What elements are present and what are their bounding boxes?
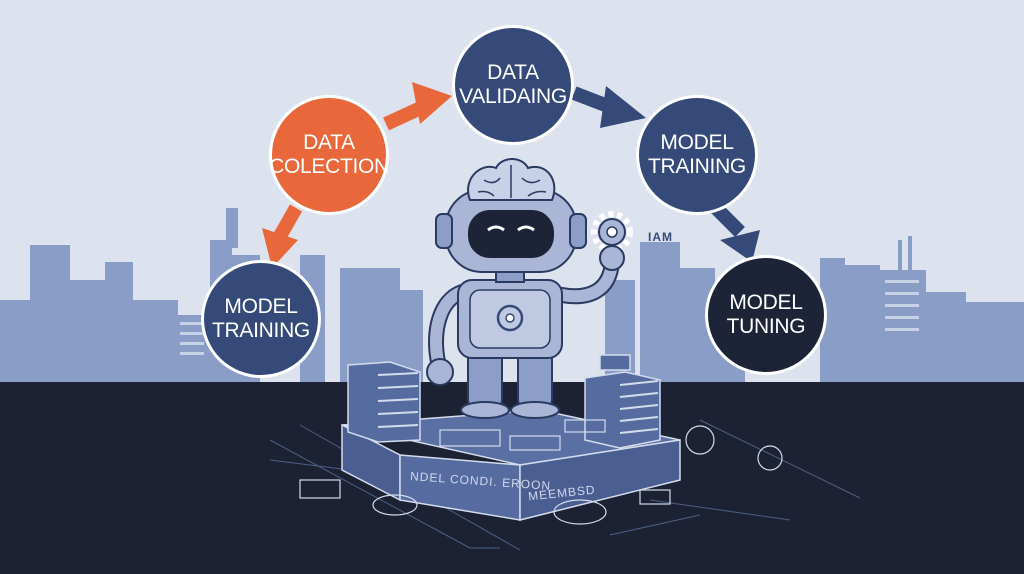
platform-modules [299,419,783,525]
node-title-line1: MODEL [224,294,298,318]
node-title-line2: TRAINING [212,319,310,342]
node-title-line2: TUNING [726,315,806,338]
arrow-head-navy-2 [720,230,760,262]
node-title-line1: DATA [303,130,355,154]
brain-icon [467,158,556,201]
robot-icon [426,158,633,419]
arrow-collection-to-left-training [273,204,303,240]
node-title-line1: DATA [487,60,539,84]
server-rack-icon [584,354,661,449]
node-data-validating: DATA VALIDAING [452,25,574,145]
node-title-line2: VALIDAING [459,85,567,108]
building-windows [180,280,919,355]
server-rack-icon [347,361,421,443]
server-platform [299,354,783,525]
node-model-training-left: MODEL TRAINING [201,260,321,378]
gear-icon [496,304,524,332]
arrow-head-orange-1 [412,82,452,124]
node-title-line2: COLECTION [269,155,389,178]
iam-label: IAM [648,230,673,244]
node-model-training-right: MODEL TRAINING [636,95,758,215]
arrow-head-navy-1 [600,86,646,128]
city-skyline [0,208,1024,390]
node-title-line1: MODEL [729,290,803,314]
node-title-line2: TRAINING [648,155,746,178]
node-data-collection: DATA COLECTION [269,95,389,215]
arrow-training-to-tuning [711,203,745,237]
node-title-line1: MODEL [660,130,734,154]
arrow-head-orange-2 [262,228,298,268]
flow-arrows [262,82,760,268]
node-model-tuning: MODEL TUNING [705,255,827,375]
